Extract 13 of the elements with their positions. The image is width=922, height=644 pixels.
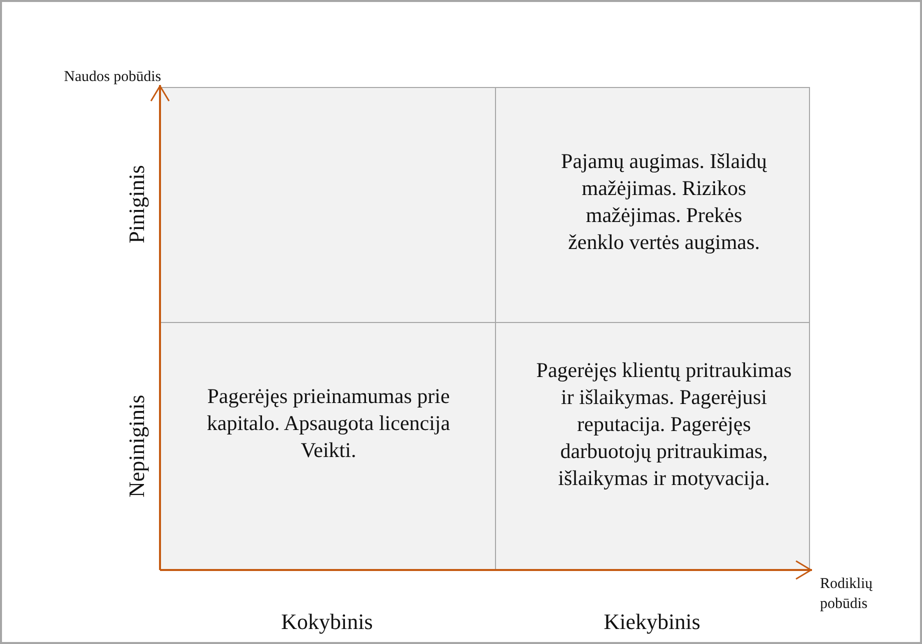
- quadrant-panel: [160, 87, 496, 323]
- axis-title: Naudos pobūdis: [64, 68, 162, 86]
- quadrant-panel: [160, 322, 496, 570]
- axis-title: Rodiklių pobūdis: [820, 575, 874, 614]
- quadrant-panel: [495, 322, 810, 570]
- axis-category-label: Kiekybinis: [604, 608, 700, 636]
- axis-category-label: Nepiniginis: [124, 394, 150, 498]
- axis-category-label: Piniginis: [124, 164, 150, 244]
- quadrant-text: Pajamų augimas. Išlaidų mažėjimas. Rizikos mažėjimas. Prekės ženklo vertės augimas.: [560, 148, 768, 256]
- axis-category-label: Kokybinis: [281, 608, 373, 636]
- quadrant-text: Pagerėjęs klientų pritraukimas ir išlaikymas. Pagerėjusi reputacija. Pagerėjęs darbuotojų pritraukimas, išlaikymas ir motyvacija.: [535, 357, 793, 492]
- quadrant-panel: [495, 87, 810, 323]
- quadrant-text: Pagerėjęs prieinamumas prie kapitalo. Apsaugota licencija Veikti.: [206, 383, 451, 464]
